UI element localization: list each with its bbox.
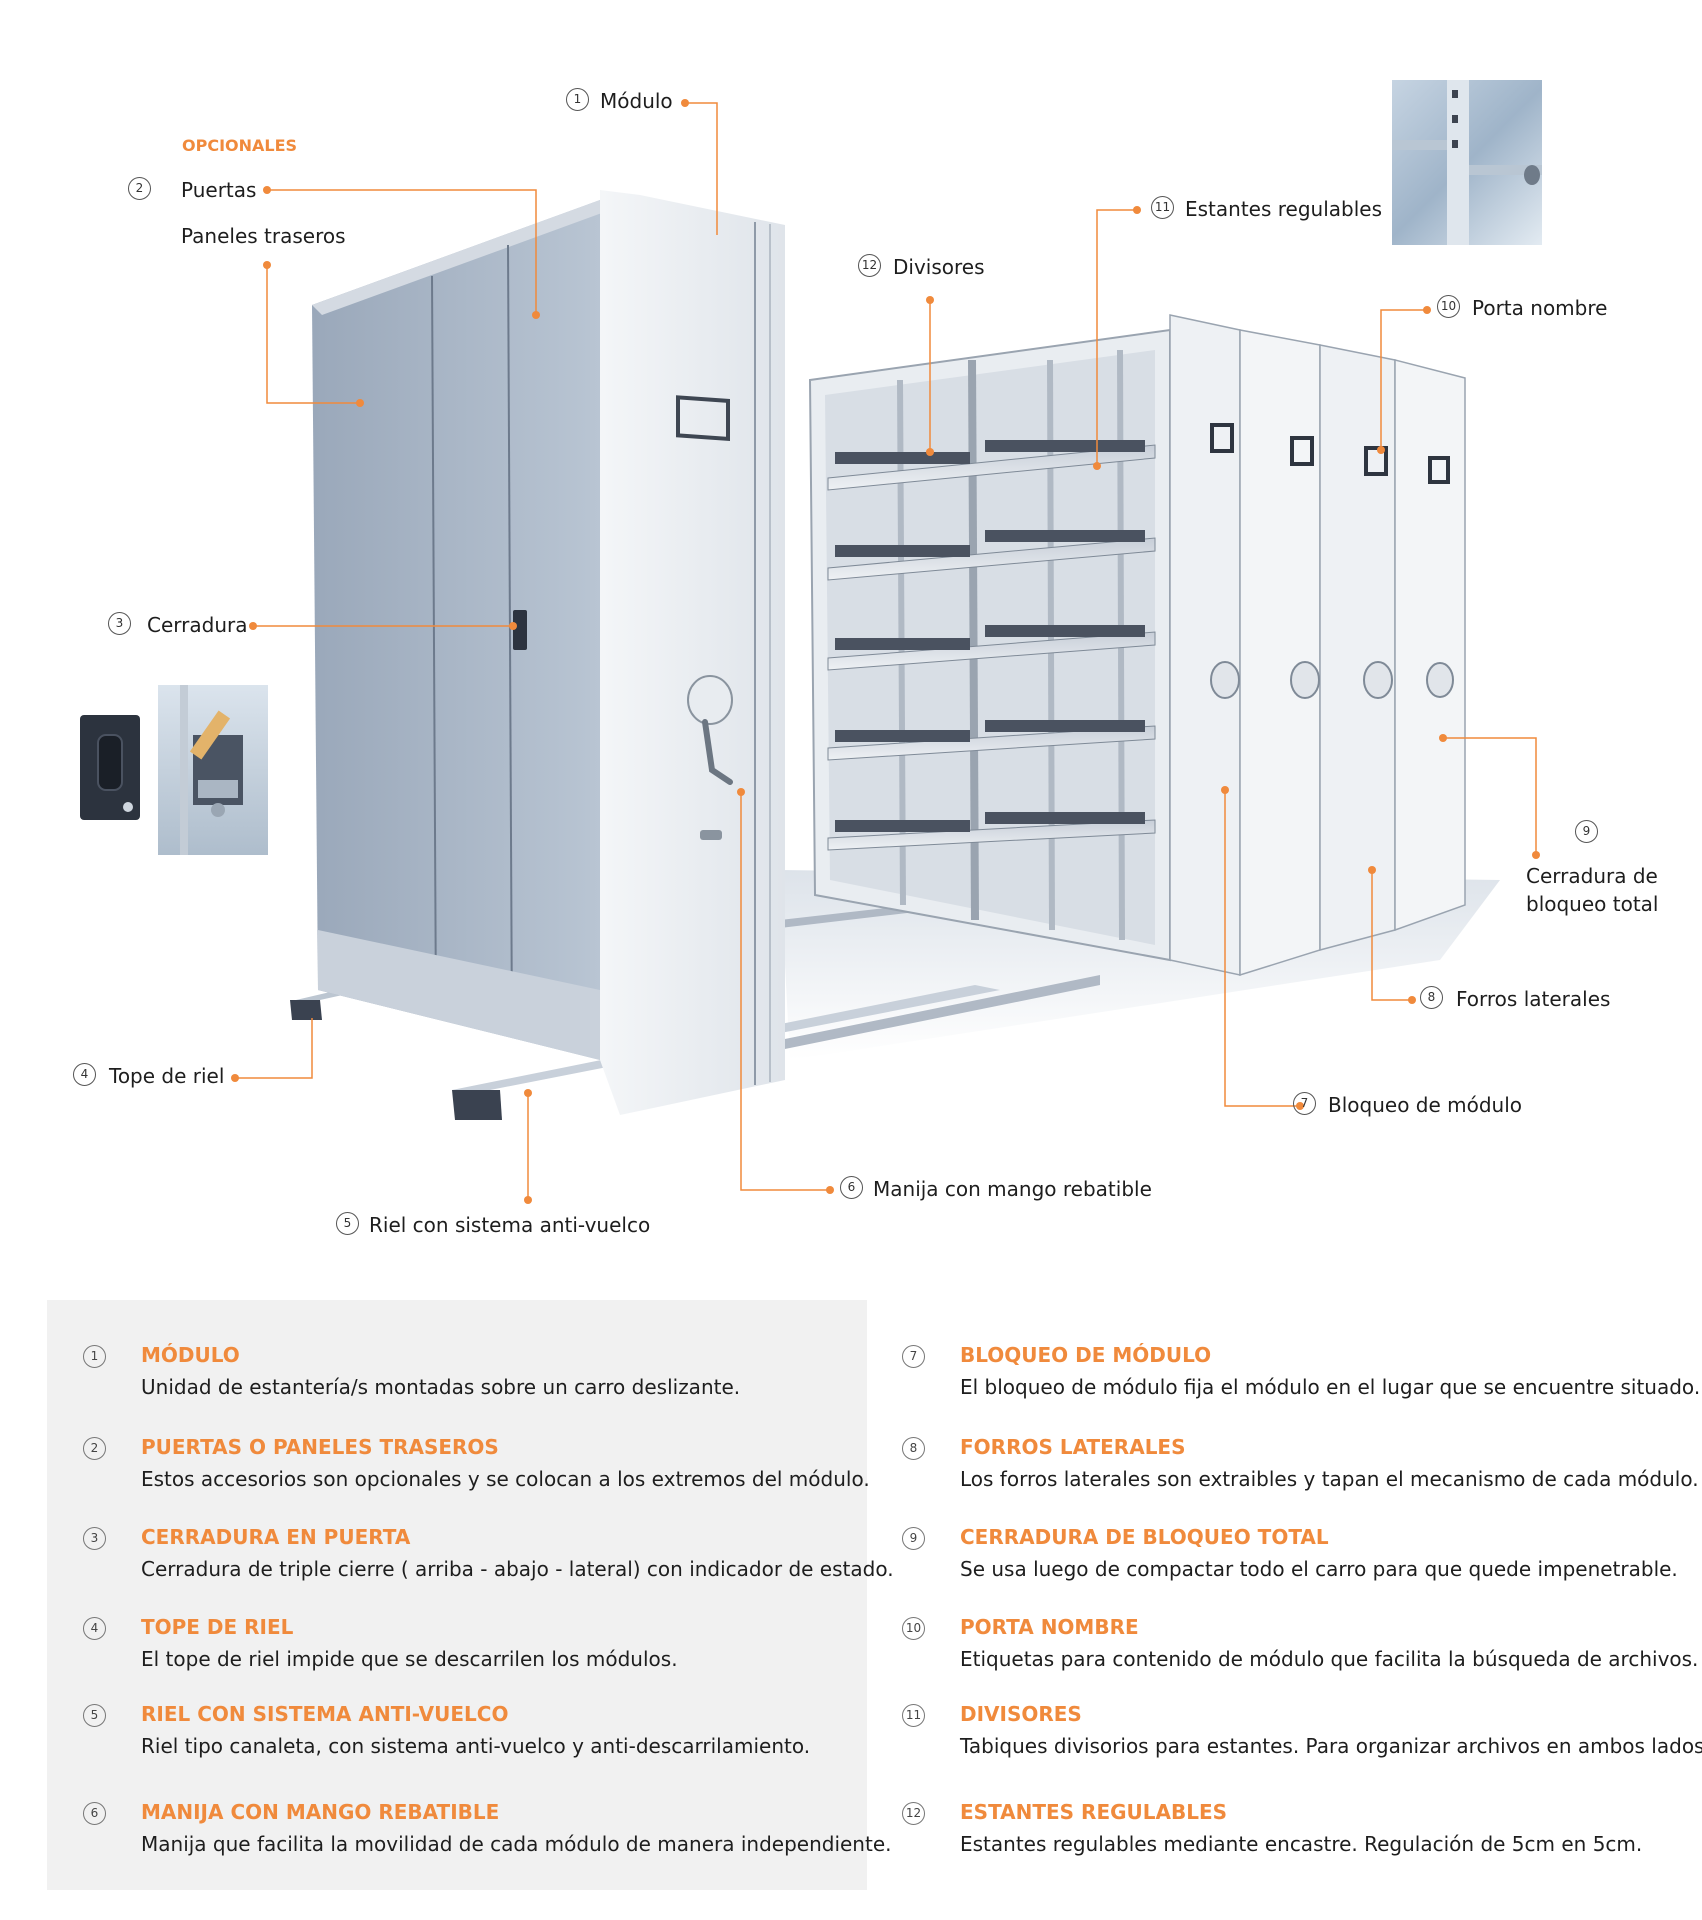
callout-number-8: 8	[1420, 986, 1443, 1009]
legend-title: FORROS LATERALES	[960, 1435, 1186, 1459]
callout-number-11: 11	[1151, 196, 1174, 219]
legend-number: 1	[83, 1345, 106, 1368]
legend-number: 2	[83, 1437, 106, 1460]
legend-desc: Se usa luego de compactar todo el carro …	[960, 1557, 1678, 1581]
legend-desc: Manija que facilita la movilidad de cada…	[141, 1832, 892, 1856]
legend-desc: Tabiques divisorios para estantes. Para …	[960, 1734, 1702, 1758]
legend-title: MANIJA CON MANGO REBATIBLE	[141, 1800, 500, 1824]
legend-number: 5	[83, 1704, 106, 1727]
callout-number-2: 2	[128, 177, 151, 200]
legend-number: 4	[83, 1617, 106, 1640]
legend-desc: El tope de riel impide que se descarrile…	[141, 1647, 678, 1671]
callout-label-2: Puertas	[181, 178, 257, 202]
lock-photo-mechanism	[158, 685, 268, 855]
legend-number: 7	[902, 1345, 925, 1368]
handle	[687, 675, 733, 840]
module-side	[600, 190, 785, 1115]
legend-title: PUERTAS O PANELES TRASEROS	[141, 1435, 499, 1459]
legend-number: 10	[902, 1617, 925, 1640]
callout-label-3: Cerradura	[147, 613, 248, 637]
legend-title: CERRADURA DE BLOQUEO TOTAL	[960, 1525, 1329, 1549]
optional-heading: OPCIONALES	[182, 136, 298, 155]
legend-desc: Los forros laterales son extraibles y ta…	[960, 1467, 1699, 1491]
legend-number: 11	[902, 1704, 925, 1727]
callout-label-12: Divisores	[893, 255, 985, 279]
legend-desc: Riel tipo canaleta, con sistema anti-vue…	[141, 1734, 811, 1758]
door-lock	[513, 610, 527, 650]
callout-number-6: 6	[840, 1176, 863, 1199]
legend-desc: Etiquetas para contenido de módulo que f…	[960, 1647, 1699, 1671]
leader-lines	[235, 102, 1537, 1200]
callout-label-2b: Paneles traseros	[181, 224, 346, 248]
legend-number: 9	[902, 1527, 925, 1550]
callout-label-9b: bloqueo total	[1526, 892, 1659, 916]
legend-desc: Unidad de estantería/s montadas sobre un…	[141, 1375, 741, 1399]
door-panel	[312, 200, 600, 1060]
callout-label-8: Forros laterales	[1456, 987, 1611, 1011]
callout-label-7: Bloqueo de módulo	[1328, 1093, 1523, 1117]
legend-number: 3	[83, 1527, 106, 1550]
legend-title: RIEL CON SISTEMA ANTI-VUELCO	[141, 1702, 509, 1726]
label-holder	[676, 395, 730, 442]
product-diagram: OPCIONALES 1 Módulo 2 Puertas Paneles tr…	[73, 80, 1659, 1237]
legend-title: CERRADURA EN PUERTA	[141, 1525, 411, 1549]
callout-number-9: 9	[1575, 820, 1598, 843]
callout-label-10: Porta nombre	[1472, 296, 1608, 320]
callout-number-5: 5	[336, 1212, 359, 1235]
legend-title: TOPE DE RIEL	[141, 1615, 294, 1639]
callout-label-9: Cerradura de	[1526, 864, 1658, 888]
callout-number-1: 1	[566, 88, 589, 111]
shelf-detail-photo	[1392, 80, 1542, 245]
callout-number-12: 12	[858, 254, 881, 277]
callout-label-4: Tope de riel	[109, 1064, 225, 1088]
legend-title: ESTANTES REGULABLES	[960, 1800, 1228, 1824]
callout-number-4: 4	[73, 1063, 96, 1086]
callout-number-7: 7	[1293, 1092, 1316, 1115]
callout-label-11: Estantes regulables	[1185, 197, 1383, 221]
callout-number-3: 3	[108, 612, 131, 635]
legend-number: 12	[902, 1802, 925, 1825]
legend-title: DIVISORES	[960, 1702, 1082, 1726]
callout-label-5: Riel con sistema anti-vuelco	[369, 1213, 651, 1237]
legend-desc: Estos accesorios son opcionales y se col…	[141, 1467, 870, 1491]
callout-label-6: Manija con mango rebatible	[873, 1177, 1152, 1201]
legend-title: BLOQUEO DE MÓDULO	[960, 1343, 1212, 1367]
legend-desc: Cerradura de triple cierre ( arriba - ab…	[141, 1557, 894, 1581]
open-shelving	[808, 328, 1171, 962]
legend-title: MÓDULO	[141, 1343, 240, 1367]
legend-number: 6	[83, 1802, 106, 1825]
lock-photo-front	[80, 715, 140, 820]
legend-title: PORTA NOMBRE	[960, 1615, 1139, 1639]
legend-number: 8	[902, 1437, 925, 1460]
mobile-shelving-illustration	[231, 99, 1540, 1204]
legend-desc: El bloqueo de módulo fija el módulo en e…	[960, 1375, 1701, 1399]
legend-panel	[47, 1300, 867, 1890]
callout-label-1: Módulo	[600, 89, 673, 113]
side-covers	[1169, 314, 1466, 977]
legend-desc: Estantes regulables mediante encastre. R…	[960, 1832, 1643, 1856]
callout-number-10: 10	[1437, 295, 1460, 318]
